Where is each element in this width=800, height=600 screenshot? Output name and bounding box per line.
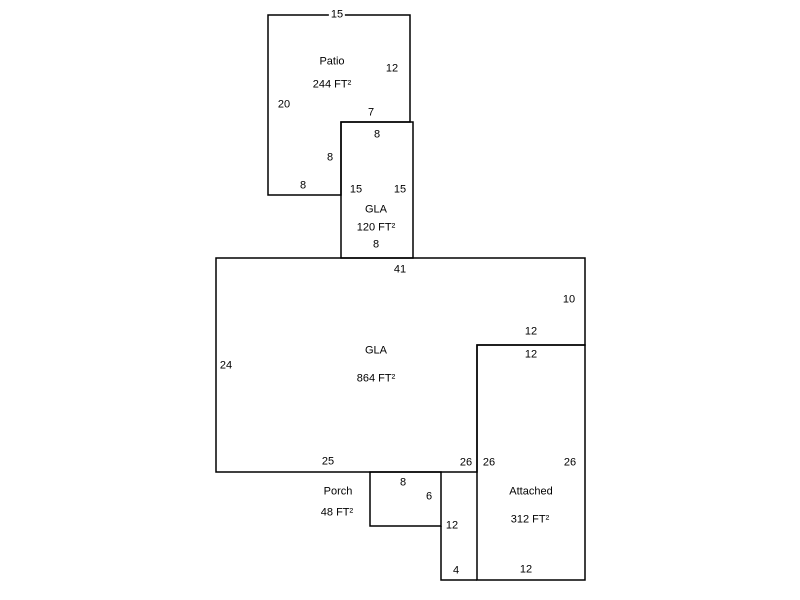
attached-dimension-3: 12: [517, 563, 535, 577]
attached-dimension-2: 26: [561, 456, 579, 470]
attached-size-label: 312 FT²: [507, 513, 553, 527]
gla-upper-dimension-0: 8: [371, 128, 383, 142]
porch-dimension-2: 12: [443, 519, 461, 533]
porch-name-label: Porch: [320, 485, 356, 499]
attached-dimension-1: 26: [480, 456, 498, 470]
gla-upper-size-label: 120 FT²: [353, 221, 399, 235]
patio-dimension-0: 15: [328, 8, 346, 22]
gla-main-dimension-3: 24: [217, 359, 235, 373]
gla-upper-dimension-2: 15: [391, 183, 409, 197]
gla-main-size-label: 864 FT²: [353, 372, 399, 386]
gla-main-dimension-0: 41: [391, 263, 409, 277]
porch-size-label: 48 FT²: [317, 506, 357, 520]
attached-name-label: Attached: [506, 485, 556, 499]
attached-dimension-0: 12: [522, 348, 540, 362]
gla-main-dimension-2: 12: [522, 325, 540, 339]
gla-main-dimension-4: 25: [319, 455, 337, 469]
patio-name-label: Patio: [316, 55, 348, 69]
porch-wall-0: [440, 526, 477, 581]
gla-upper-name-label: GLA: [361, 203, 391, 217]
porch-dimension-3: 4: [450, 564, 462, 578]
porch-dimension-0: 8: [397, 476, 409, 490]
gla-upper-dimension-3: 8: [370, 238, 382, 252]
attached-outline: [476, 344, 586, 581]
patio-dimension-1: 12: [383, 62, 401, 76]
patio-dimension-4: 8: [324, 151, 336, 165]
gla-main-dimension-1: 10: [560, 293, 578, 307]
gla-main-name-label: GLA: [361, 344, 391, 358]
patio-dimension-2: 20: [275, 98, 293, 112]
patio-dimension-3: 7: [365, 106, 377, 120]
gla-main-dimension-5: 26: [457, 456, 475, 470]
patio-dimension-5: 8: [297, 179, 309, 193]
porch-dimension-1: 6: [423, 490, 435, 504]
gla-upper-dimension-1: 15: [347, 183, 365, 197]
patio-size-label: 244 FT²: [309, 78, 355, 92]
